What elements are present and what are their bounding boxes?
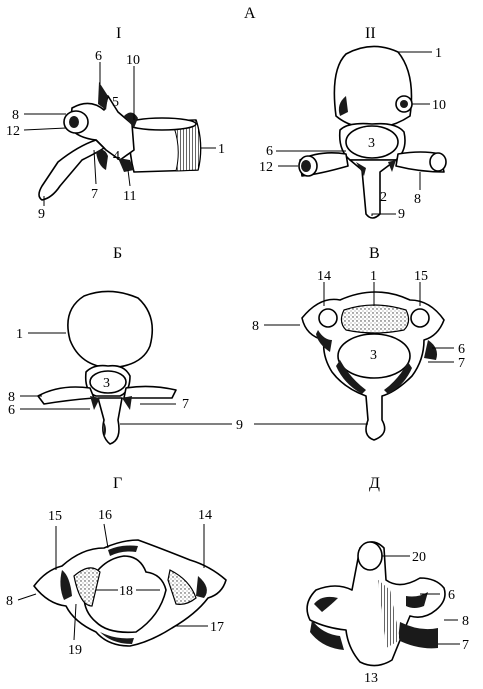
a2-label-3: 3: [368, 136, 375, 151]
panel-v-cervical-superior: В 14 1 15 8 3 6 7: [252, 245, 465, 441]
a1-label-4: 4: [113, 149, 120, 164]
v-label-8: 8: [252, 319, 259, 334]
a2-label-1: 1: [435, 46, 442, 61]
d-label-20: 20: [412, 550, 426, 565]
g-label-17: 17: [210, 620, 224, 635]
b-label-6: 6: [8, 403, 15, 418]
d-label-13: 13: [364, 671, 378, 686]
a1-label-8: 8: [12, 108, 19, 123]
a2-label-2: 2: [380, 190, 387, 205]
d-dens: [357, 541, 383, 571]
panel-a2-thoracic-superior: II 1 10 3 6 12 2 8 9: [259, 25, 447, 222]
header-d: Д: [369, 475, 380, 492]
b-label-1: 1: [16, 327, 23, 342]
g-label-14: 14: [198, 508, 212, 523]
panel-d-axis: Д 20 6 8 7 13: [306, 475, 469, 686]
d-label-8: 8: [462, 614, 469, 629]
header-v: В: [369, 245, 380, 262]
g-label-15: 15: [48, 509, 62, 524]
b-vertebral-foramen: [89, 370, 127, 394]
a2-label-10: 10: [432, 98, 446, 113]
b-label-9: 9: [236, 418, 243, 433]
v-vertebral-body: [340, 304, 410, 334]
d-label-6: 6: [448, 588, 455, 603]
a2-vertebral-body: [333, 45, 413, 129]
header-g: Г: [113, 475, 122, 492]
b-label-3: 3: [103, 376, 110, 391]
g-label-16: 16: [98, 508, 112, 523]
v-label-7: 7: [458, 356, 465, 371]
b-vertebral-body: [67, 290, 154, 369]
a1-label-9: 9: [38, 207, 45, 222]
a1-label-10: 10: [126, 53, 140, 68]
g-vertebral-foramen: [83, 555, 167, 634]
header-a: А: [244, 5, 256, 22]
a1-label-6: 6: [95, 49, 102, 64]
a2-label-9: 9: [398, 207, 405, 222]
b-label-8: 8: [8, 390, 15, 405]
a1-spinous-process: [38, 139, 105, 201]
panel-g-atlas: Г 15 16 14 8 18 19 17: [6, 475, 227, 658]
g-label-18: 18: [119, 584, 133, 599]
header-a2: II: [365, 25, 376, 42]
v-vertebral-foramen: [337, 333, 411, 379]
header-b: Б: [113, 245, 122, 262]
a1-label-7: 7: [91, 187, 98, 202]
g-label-19: 19: [68, 643, 82, 658]
a1-label-5: 5: [112, 95, 119, 110]
a1-body-lines: [171, 119, 202, 172]
a2-label-12: 12: [259, 160, 273, 175]
v-label-15: 15: [414, 269, 428, 284]
v-label-1: 1: [370, 269, 377, 284]
v-label-14: 14: [317, 269, 331, 284]
a2-vertebral-foramen: [345, 125, 399, 159]
v-label-6: 6: [458, 342, 465, 357]
d-hatched-surface: [378, 580, 400, 648]
a2-label-8: 8: [414, 192, 421, 207]
panel-a1-thoracic-lateral: I 6 10 5 8 12 1 4 7 11 9: [6, 25, 225, 222]
b-label-7: 7: [182, 397, 189, 412]
a1-label-12: 12: [6, 124, 20, 139]
a1-label-11: 11: [123, 189, 136, 204]
a2-label-6: 6: [266, 144, 273, 159]
a1-label-1: 1: [218, 142, 225, 157]
panel-b-lumbar-superior: Б 1 3 8 6 7 9: [8, 245, 243, 445]
header-a1: I: [116, 25, 121, 42]
g-label-8: 8: [6, 594, 13, 609]
d-label-7: 7: [462, 638, 469, 653]
v-label-3: 3: [370, 348, 377, 363]
